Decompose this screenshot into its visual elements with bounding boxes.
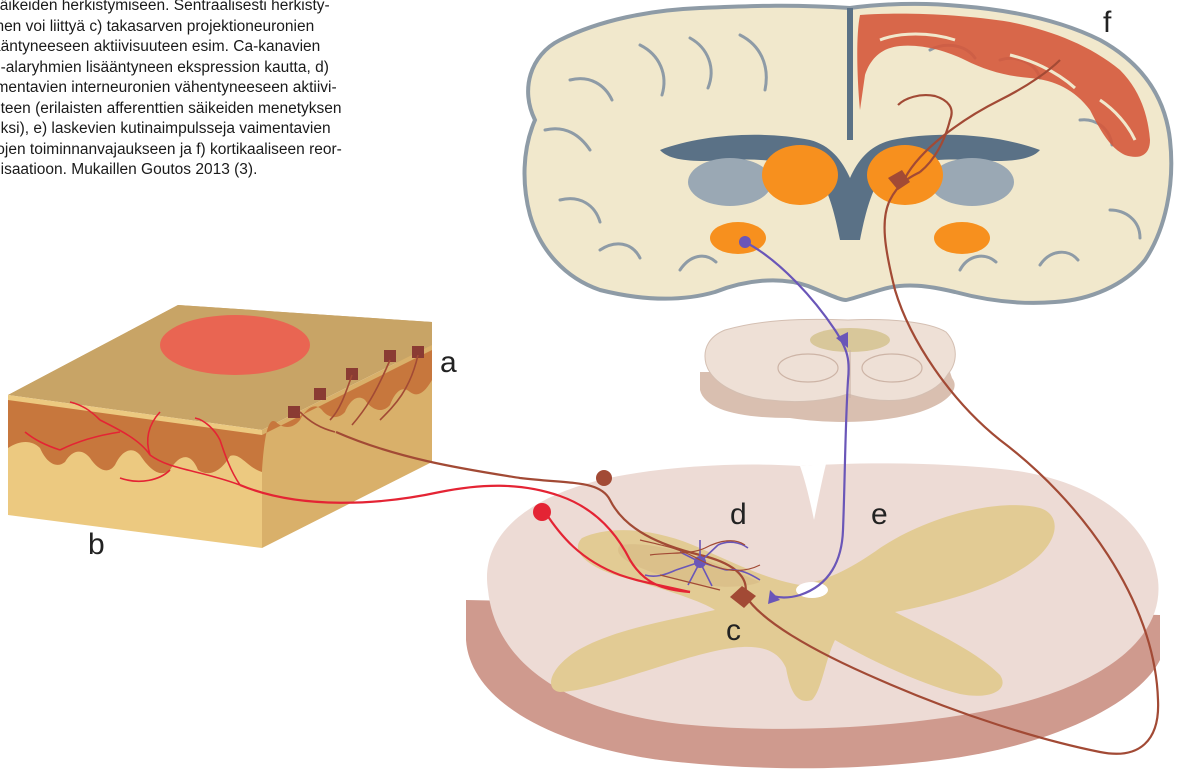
- brainstem-section-icon: [700, 319, 955, 422]
- skin-block-icon: [8, 305, 432, 548]
- label-c: c: [726, 616, 741, 646]
- skin-lesion: [160, 315, 310, 375]
- brain-coronal-section-icon: [525, 4, 1172, 303]
- afferent-cell-body-red: [533, 503, 551, 521]
- label-a: a: [440, 348, 457, 378]
- label-f: f: [1103, 8, 1111, 38]
- nucleus-right: [934, 222, 990, 254]
- brain-nucleus-origin: [739, 236, 751, 248]
- label-d: d: [730, 500, 747, 530]
- projection-cell-body-brown: [596, 470, 612, 486]
- label-b: b: [88, 530, 105, 560]
- label-e: e: [871, 500, 888, 530]
- thalamus-left: [762, 145, 838, 205]
- spinal-cord-section-icon: [466, 463, 1160, 768]
